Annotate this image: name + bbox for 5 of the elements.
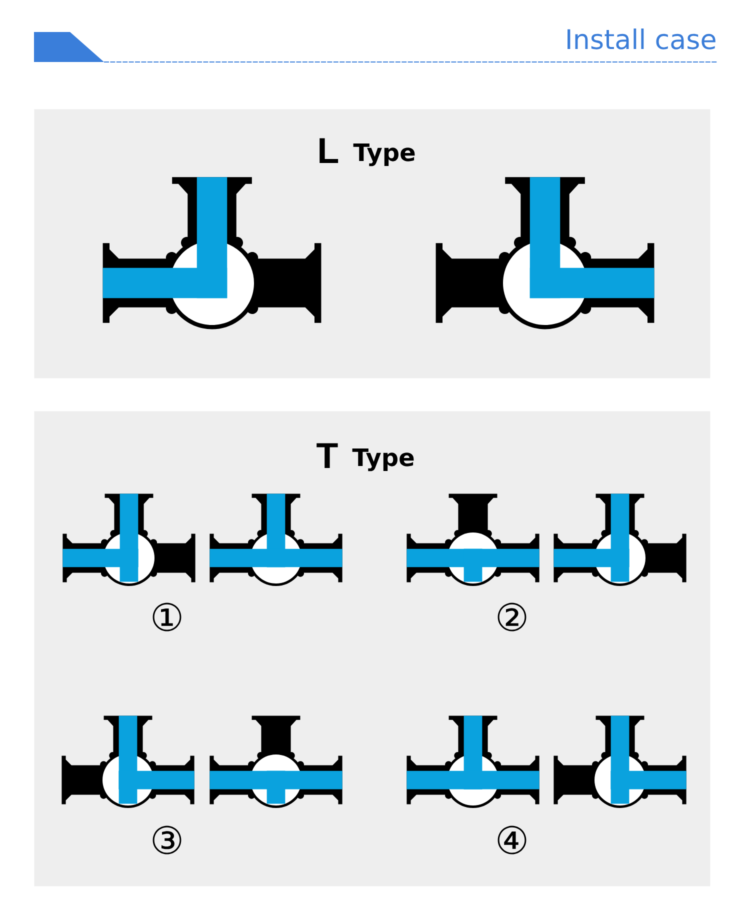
title: Install case bbox=[568, 28, 716, 50]
callout-number: ① bbox=[152, 602, 182, 632]
callout-number: ② bbox=[498, 602, 526, 632]
callout-number: ④ bbox=[498, 826, 526, 854]
callout-number: ③ bbox=[152, 826, 182, 854]
